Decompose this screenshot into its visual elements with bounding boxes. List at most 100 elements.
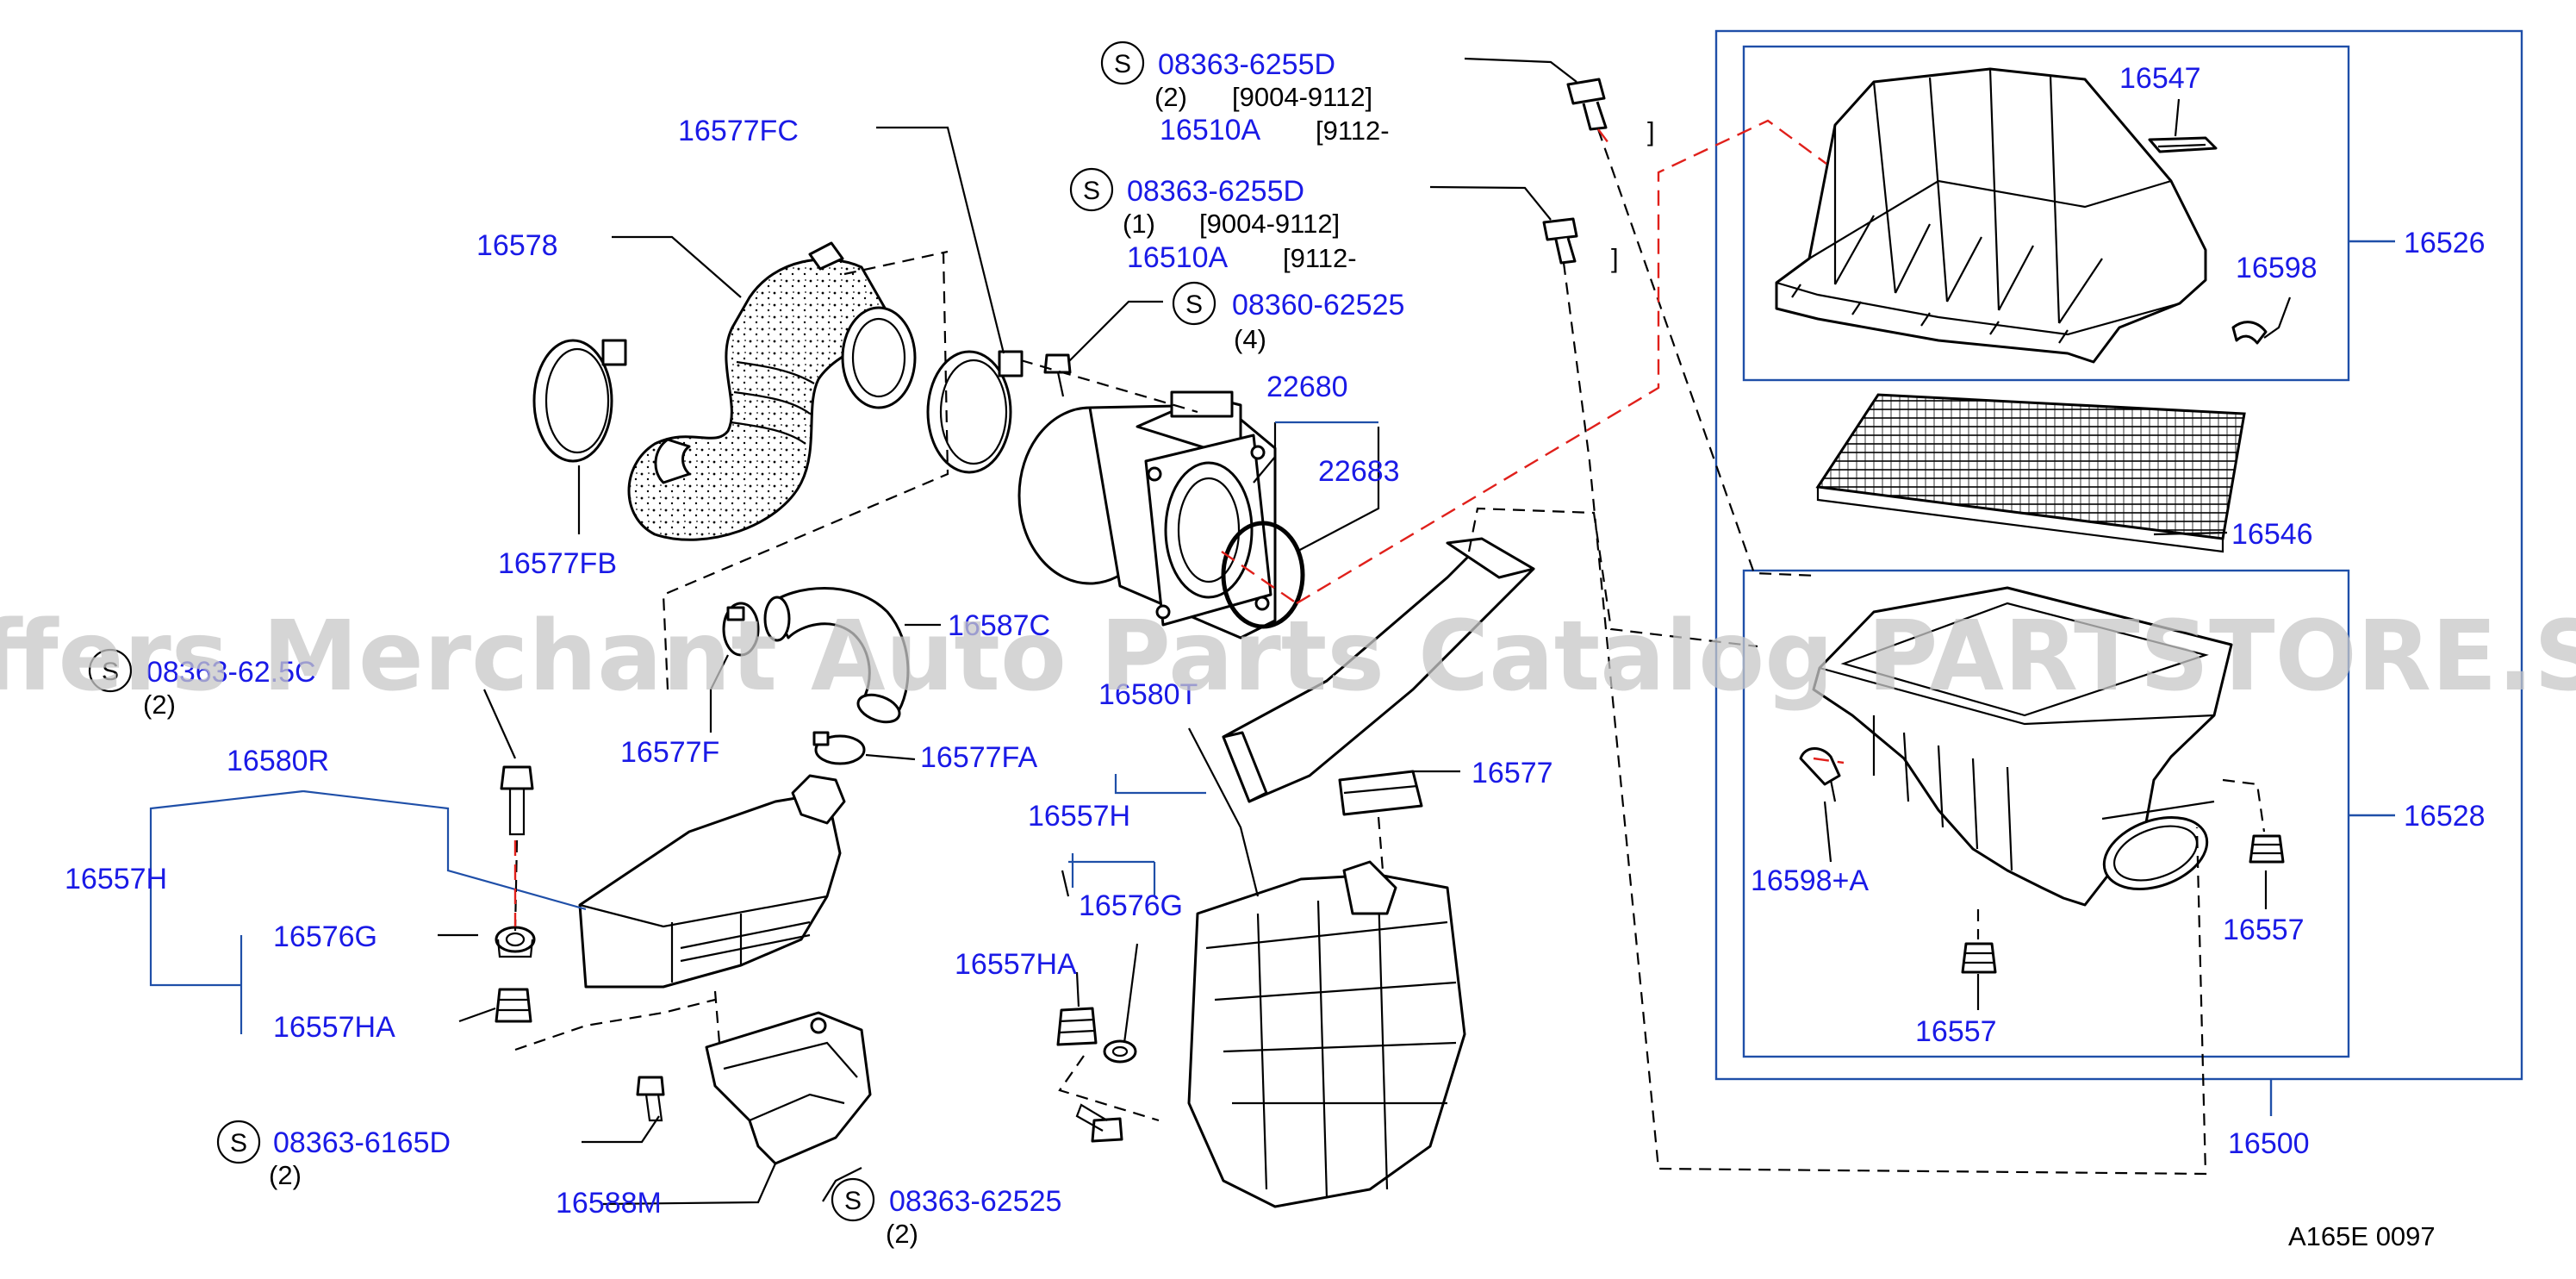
grommet-16557HA-left	[495, 988, 532, 1023]
clamp-16577F	[722, 602, 760, 657]
red-leaders	[513, 119, 1845, 926]
range2-top-1: [9112-	[1316, 115, 1390, 146]
label-08363-62525: 08363-62525	[889, 1185, 1061, 1218]
bolt-throttle	[1043, 353, 1072, 397]
bolt-callout-top-2: 08363-6255D (1) [9004-9112] 16510A [9112…	[1123, 175, 1619, 274]
leader-lines	[438, 57, 2292, 1206]
air-cleaner-assembly-frame	[1714, 29, 2523, 1116]
qty-left: (2)	[143, 689, 176, 720]
air-cleaner-lower-case	[1812, 586, 2233, 907]
s-symbol-left: S	[88, 648, 133, 693]
bolt-bracket	[636, 1076, 665, 1122]
label-16576G-right: 16576G	[1079, 889, 1183, 922]
label-16598: 16598	[2236, 252, 2318, 284]
label-16587C: 16587C	[948, 609, 1050, 642]
svg-text:S: S	[230, 1129, 247, 1157]
air-flow-meter	[1017, 390, 1277, 640]
qty-top-1: (2)	[1154, 82, 1187, 112]
svg-text:S: S	[102, 658, 119, 686]
s-symbol-top-2: S	[1069, 167, 1114, 212]
s-symbol-throttle: S	[1172, 281, 1216, 326]
part-16598A-clip	[1799, 747, 1841, 802]
label-16547: 16547	[2119, 62, 2201, 95]
label-16598A: 16598+A	[1751, 864, 1869, 897]
label-16557-b: 16557	[1915, 1015, 1997, 1048]
grommet-16557-b	[1961, 942, 1997, 974]
bracket-16588M	[705, 1011, 872, 1165]
label-08363-6165D: 08363-6165D	[273, 1126, 451, 1159]
part-16598-clip	[2231, 321, 2268, 345]
label-16528: 16528	[2404, 800, 2486, 833]
air-duct-16578	[627, 241, 917, 541]
label-22680: 22680	[1266, 371, 1348, 403]
label-22683: 22683	[1318, 455, 1400, 488]
close-top-2: ]	[1611, 243, 1619, 273]
part-16547-pad	[2148, 136, 2218, 153]
label-16510A-a: 16510A	[1160, 114, 1261, 147]
clamp-16577FB	[532, 339, 627, 463]
label-16557-a: 16557	[2223, 914, 2305, 946]
clamp-16577FC	[926, 350, 1024, 474]
part-labels: 16577FC 16578 16577FB 22680 22683 16587C…	[65, 62, 2486, 1220]
label-08363-6255D-a: 08363-6255D	[1158, 48, 1335, 81]
label-16510A-b: 16510A	[1127, 241, 1229, 274]
label-16577F: 16577F	[620, 736, 719, 769]
svg-text:S: S	[1083, 177, 1100, 205]
label-16578: 16578	[476, 229, 558, 262]
label-16576G-left: 16576G	[273, 920, 377, 953]
grommet-16557-a	[2249, 834, 2285, 864]
dashed-connections	[513, 128, 2266, 1176]
close-top-1: ]	[1647, 116, 1655, 147]
bolt-callout-bottom: 08363-62525 (2)	[886, 1185, 1061, 1249]
intake-duct-16577	[1222, 537, 1535, 816]
label-16526: 16526	[2404, 227, 2486, 259]
o-ring-22683	[1221, 521, 1305, 629]
label-16577FA: 16577FA	[920, 741, 1037, 774]
s-symbol-bracket: S	[216, 1120, 261, 1164]
bolt-callout-top-1: 08363-6255D (2) [9004-9112] 16510A [9112…	[1154, 48, 1655, 147]
label-08360-62525: 08360-62525	[1232, 289, 1404, 321]
resonator-16580T	[1187, 860, 1466, 1208]
bolt-left	[500, 765, 534, 836]
label-16557HA-right: 16557HA	[955, 948, 1077, 981]
bolt-top-2	[1542, 217, 1578, 265]
hose-16587C	[763, 587, 910, 724]
label-16557HA-left: 16557HA	[273, 1011, 395, 1044]
svg-text:S: S	[1114, 50, 1131, 78]
label-08363-62-5C: 08363-62.5C	[146, 656, 316, 689]
range-top-2: [9004-9112]	[1199, 209, 1340, 239]
page-code: A165E 0097	[2288, 1221, 2436, 1251]
label-16588M: 16588M	[556, 1187, 662, 1220]
qty-bracket: (2)	[269, 1160, 302, 1190]
air-cleaner-upper-cover	[1775, 67, 2207, 364]
air-filter-element	[1815, 393, 2246, 553]
watermark: Offers Merchant Auto Parts Catalog PARTS…	[0, 601, 2576, 713]
range-top-1: [9004-9112]	[1232, 82, 1372, 112]
svg-text:S: S	[1185, 290, 1203, 319]
bolt-bottom	[1075, 1103, 1123, 1143]
qty-bottom: (2)	[886, 1219, 918, 1249]
label-16546: 16546	[2231, 518, 2313, 551]
grommet-16557HA-right	[1056, 1007, 1098, 1046]
qty-top-2: (1)	[1123, 209, 1155, 239]
s-symbol-top-1: S	[1100, 41, 1145, 85]
svg-text:S: S	[844, 1187, 862, 1215]
bolt-callout-left: 08363-62.5C (2)	[143, 656, 316, 720]
label-16580R: 16580R	[227, 745, 329, 777]
label-16580T: 16580T	[1098, 678, 1198, 711]
s-symbol-bottom: S	[831, 1177, 875, 1222]
bolt-top-1	[1566, 78, 1608, 131]
label-16577: 16577	[1472, 757, 1553, 789]
label-16557H-left: 16557H	[65, 863, 167, 895]
label-16577FB: 16577FB	[498, 547, 617, 580]
range2-top-2: [9112-	[1283, 243, 1357, 273]
bolt-callout-throttle: 08360-62525 (4)	[1232, 289, 1404, 354]
label-16577FC: 16577FC	[678, 115, 799, 147]
label-16557H-right: 16557H	[1028, 800, 1130, 833]
collar-16576G-left	[495, 926, 536, 958]
qty-throttle: (4)	[1234, 324, 1266, 354]
label-16500: 16500	[2228, 1127, 2310, 1160]
resonator-16580R	[578, 774, 846, 989]
bolt-callout-bracket: 08363-6165D (2)	[269, 1126, 451, 1190]
